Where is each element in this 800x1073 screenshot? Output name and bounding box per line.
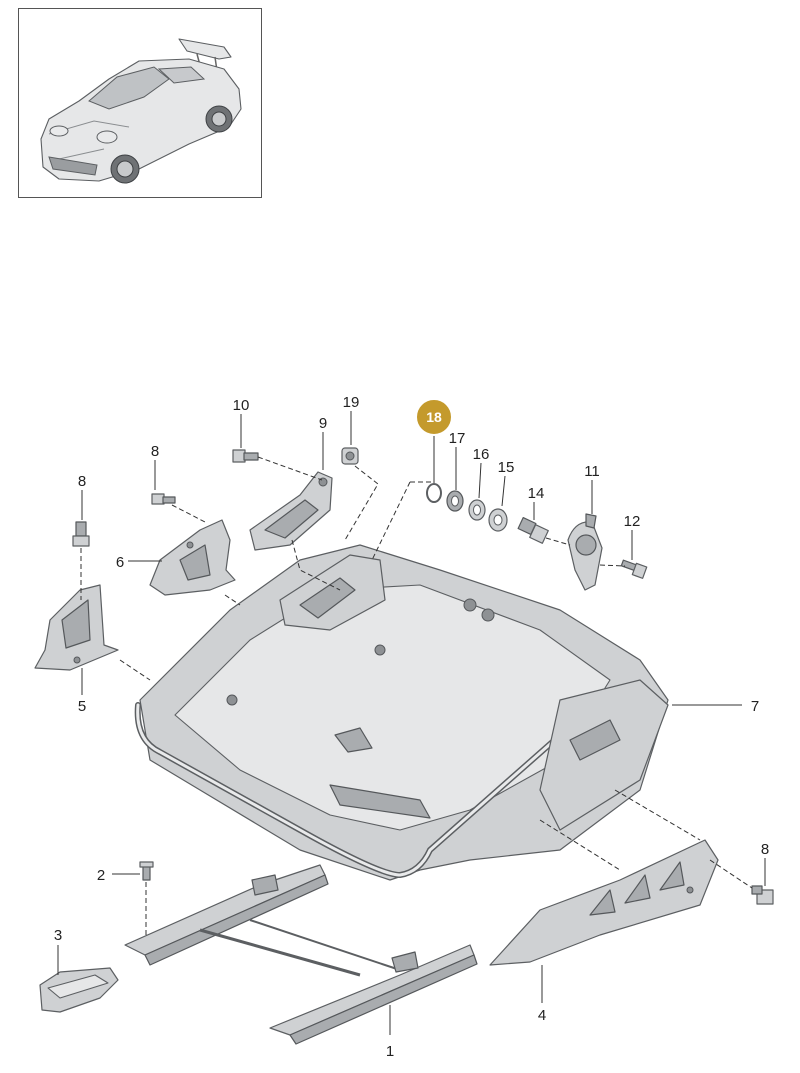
callout-8-left: 8: [78, 473, 86, 490]
callout-18-highlight[interactable]: 18: [415, 398, 453, 436]
part-19-nut[interactable]: [341, 447, 359, 465]
part-8-bolt-right[interactable]: [751, 885, 774, 905]
callout-19: 19: [343, 394, 360, 411]
part-11-recliner[interactable]: [567, 513, 603, 591]
part-17-bushing[interactable]: [446, 490, 464, 512]
callout-7: 7: [751, 698, 759, 715]
part-16-washer[interactable]: [468, 499, 486, 521]
callout-3: 3: [54, 927, 62, 944]
callout-5: 5: [78, 698, 86, 715]
part-7-seat-frame[interactable]: [134, 544, 669, 881]
part-8-bolt-center[interactable]: [151, 493, 176, 505]
part-1-seat-rails[interactable]: [124, 864, 478, 1045]
part-14-pin[interactable]: [517, 517, 549, 544]
highlight-badge: [415, 398, 453, 436]
callout-11: 11: [584, 463, 600, 480]
part-5-bracket[interactable]: [34, 584, 119, 671]
part-9-hinge-bracket[interactable]: [249, 471, 333, 551]
part-3-trim-cover[interactable]: [39, 967, 119, 1013]
callout-4: 4: [538, 1007, 546, 1024]
callout-8-right: 8: [761, 841, 769, 858]
part-12-bolt[interactable]: [620, 559, 648, 579]
callout-18: 18: [426, 409, 442, 425]
part-2-screw[interactable]: [139, 861, 154, 881]
callout-1: 1: [386, 1043, 394, 1060]
part-4-rail-bracket[interactable]: [489, 839, 719, 966]
callout-16: 16: [473, 446, 490, 463]
callout-17: 17: [449, 430, 466, 447]
part-18-ring[interactable]: [426, 483, 442, 503]
callout-15: 15: [498, 459, 515, 476]
callout-12: 12: [624, 513, 641, 530]
vehicle-thumbnail: [18, 8, 262, 198]
part-8-bolt-left[interactable]: [72, 521, 90, 547]
part-6-bracket[interactable]: [149, 519, 236, 596]
assembly-lines: [80, 456, 753, 935]
leader-lines: [57, 411, 766, 1035]
part-10-bolt[interactable]: [232, 449, 259, 463]
part-15-washer[interactable]: [488, 508, 508, 532]
callout-8-center: 8: [151, 443, 159, 460]
callout-6: 6: [116, 554, 124, 571]
callout-10: 10: [233, 397, 250, 414]
callout-2: 2: [97, 867, 105, 884]
car-illustration: [40, 38, 242, 184]
callout-14: 14: [528, 485, 545, 502]
car-rear-wing: [178, 38, 232, 60]
car-body: [40, 58, 242, 182]
callout-9: 9: [319, 415, 327, 432]
